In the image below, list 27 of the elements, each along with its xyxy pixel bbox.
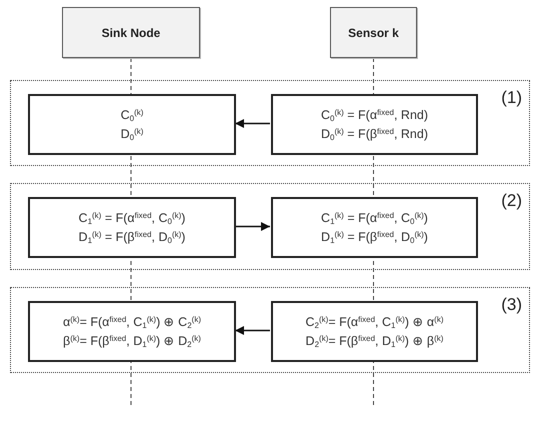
participant-box <box>330 7 417 58</box>
participant-label: Sink Node <box>102 24 160 42</box>
participant-label: Sensor k <box>348 24 399 42</box>
formula-box <box>28 197 236 258</box>
formula-box <box>271 301 478 362</box>
formula-box <box>271 94 478 155</box>
formula: C$_{0}$$^{(k)}$ = F(α$^{fixed}$, Rnd) <box>320 107 428 123</box>
step-frame <box>10 183 530 270</box>
step-number: (2) <box>501 192 522 209</box>
arrow <box>235 326 270 335</box>
formula-box <box>271 197 478 258</box>
step-frame <box>10 287 530 373</box>
formula: D$_{2}$$^{(k)}$= F(β$^{fixed}$, D$_{1}$$^{(k)}$) ⊕ β$^{(k)}$ <box>306 333 444 349</box>
formula: D$_{1}$$^{(k)}$ = F(β$^{fixed}$, D$_{0}$$^{(k)}$) <box>321 229 428 245</box>
step-frame <box>10 80 530 166</box>
formula: D$_{1}$$^{(k)}$ = F(β$^{fixed}$, D$_{0}$$^{(k)}$) <box>78 229 186 245</box>
arrow <box>235 222 270 231</box>
formula-box <box>28 301 236 362</box>
step-number: (3) <box>501 296 522 313</box>
step-number: (1) <box>501 89 522 106</box>
formula: D$_{0}$$^{(k)}$ = F(β$^{fixed}$, Rnd) <box>321 126 428 142</box>
formula: C$_{1}$$^{(k)}$ = F(α$^{fixed}$, C$_{0}$$^{(k)}$) <box>78 210 186 226</box>
participant-box <box>62 7 200 58</box>
arrow <box>235 119 270 128</box>
formula-box <box>28 94 236 155</box>
formula: C$_{2}$$^{(k)}$= F(α$^{fixed}$, C$_{1}$$^{(k)}$) ⊕ α$^{(k)}$ <box>306 314 444 330</box>
formula: C$_{1}$$^{(k)}$ = F(α$^{fixed}$, C$_{0}$$^{(k)}$) <box>321 210 428 226</box>
